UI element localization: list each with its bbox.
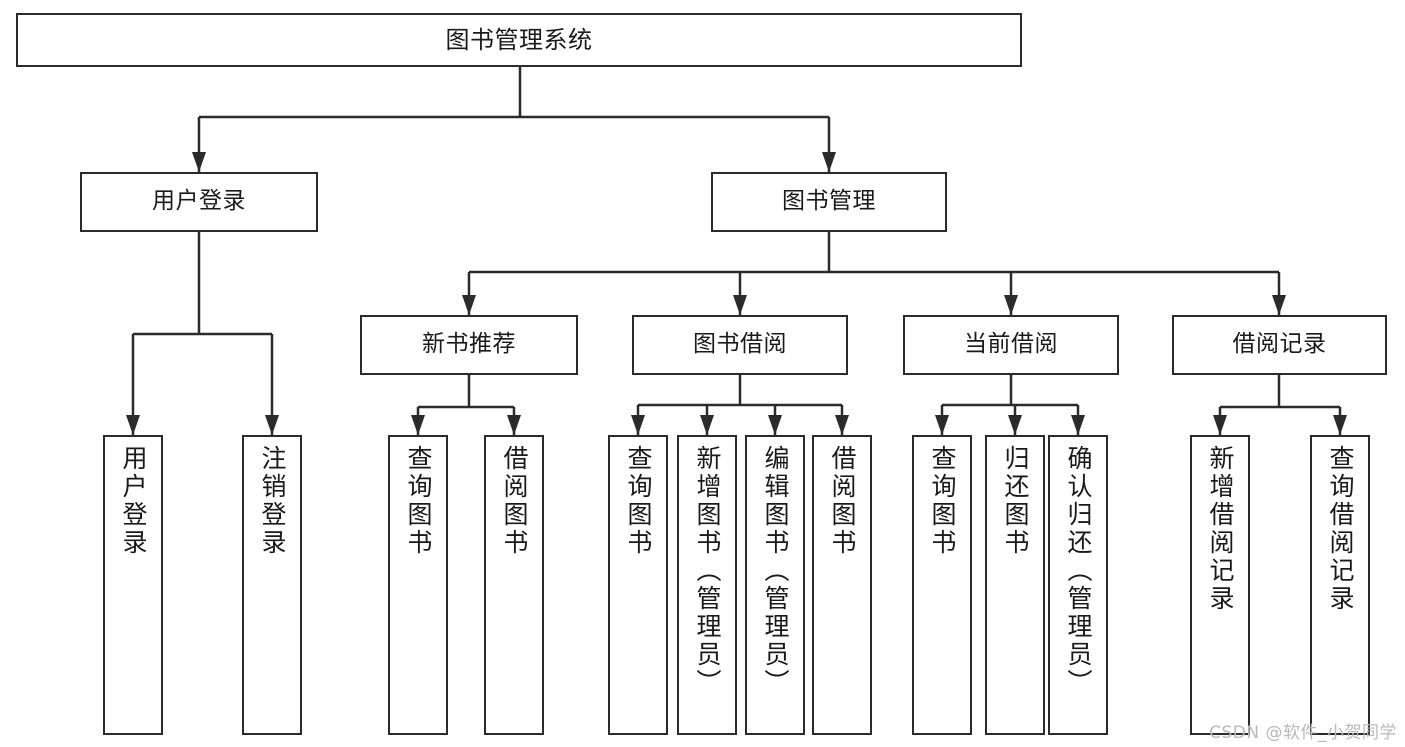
- node-leaf-add-borrow-record: 新增借阅记录: [1190, 435, 1250, 735]
- node-leaf-query-borrow-record: 查询借阅记录: [1310, 435, 1370, 735]
- node-leaf-user-logout: 注销登录: [242, 435, 302, 735]
- node-leaf-add-book-admin: 新增图书（管理员）: [677, 435, 737, 735]
- arrowhead-current-borrow: [1004, 295, 1018, 315]
- node-label: 查询借阅记录: [1326, 445, 1355, 613]
- node-label: 查询图书: [624, 445, 653, 557]
- node-label: 注销登录: [258, 445, 287, 557]
- arrowhead-leaf-query-book-borrow: [631, 415, 645, 435]
- arrowhead-leaf-confirm-return-admin: [1071, 415, 1085, 435]
- arrowhead-leaf-query-borrow-record: [1333, 415, 1347, 435]
- node-label: 编辑图书（管理员）: [761, 445, 790, 697]
- node-label: 新书推荐: [422, 331, 516, 358]
- arrowhead-leaf-edit-book-admin: [768, 415, 782, 435]
- node-label: 借阅记录: [1232, 331, 1327, 358]
- arrowhead-leaf-query-book-current: [935, 415, 949, 435]
- node-leaf-query-book-borrow: 查询图书: [608, 435, 668, 735]
- node-label: 确认归还（管理员）: [1064, 445, 1093, 697]
- node-book-manage: 图书管理: [711, 172, 947, 232]
- arrowhead-leaf-user-logout: [265, 415, 279, 435]
- arrowhead-user-login: [192, 152, 206, 172]
- node-leaf-borrow-book: 借阅图书: [812, 435, 872, 735]
- node-new-book-recommend: 新书推荐: [360, 315, 578, 375]
- node-label: 借阅图书: [828, 445, 857, 557]
- node-label: 用户登录: [152, 188, 246, 215]
- arrowhead-new-book-recommend: [462, 295, 476, 315]
- arrowhead-leaf-add-borrow-record: [1213, 415, 1227, 435]
- arrowhead-leaf-borrow-book-rec: [507, 415, 521, 435]
- node-leaf-user-login: 用户登录: [103, 435, 163, 735]
- arrowhead-book-borrow: [733, 295, 747, 315]
- arrowhead-leaf-user-login: [126, 415, 140, 435]
- node-root: 图书管理系统: [16, 13, 1022, 67]
- node-leaf-borrow-book-rec: 借阅图书: [484, 435, 544, 735]
- node-leaf-return-book: 归还图书: [985, 435, 1045, 735]
- arrowhead-leaf-borrow-book: [835, 415, 849, 435]
- node-label: 借阅图书: [500, 445, 529, 557]
- node-label: 归还图书: [1001, 445, 1030, 557]
- arrowhead-borrow-record: [1272, 295, 1286, 315]
- node-user-login: 用户登录: [80, 172, 318, 232]
- node-label: 新增借阅记录: [1206, 445, 1235, 613]
- node-borrow-record: 借阅记录: [1172, 315, 1387, 375]
- arrowhead-leaf-return-book: [1008, 415, 1022, 435]
- arrowhead-book-manage: [822, 152, 836, 172]
- node-leaf-confirm-return-admin: 确认归还（管理员）: [1048, 435, 1108, 735]
- node-leaf-edit-book-admin: 编辑图书（管理员）: [745, 435, 805, 735]
- node-book-borrow: 图书借阅: [632, 315, 848, 375]
- node-leaf-query-book-current: 查询图书: [912, 435, 972, 735]
- node-label: 当前借阅: [964, 331, 1058, 358]
- node-label: 新增图书（管理员）: [693, 445, 722, 697]
- node-label: 用户登录: [119, 445, 148, 557]
- node-label: 查询图书: [928, 445, 957, 557]
- node-label: 图书管理系统: [445, 25, 593, 54]
- node-label: 查询图书: [404, 445, 433, 557]
- node-leaf-query-book-rec: 查询图书: [388, 435, 448, 735]
- arrowhead-leaf-query-book-rec: [411, 415, 425, 435]
- node-label: 图书借阅: [693, 331, 787, 358]
- node-current-borrow: 当前借阅: [903, 315, 1119, 375]
- node-label: 图书管理: [782, 188, 876, 215]
- arrowhead-leaf-add-book-admin: [700, 415, 714, 435]
